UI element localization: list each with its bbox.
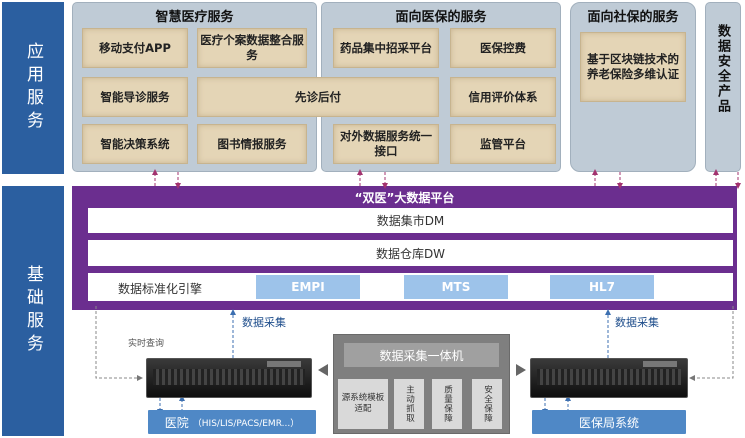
data-warehouse-layer[interactable]: 数据仓库DW bbox=[88, 240, 733, 266]
tile-smart-decision[interactable]: 智能决策系统 bbox=[82, 124, 188, 164]
standardization-row: 数据标准化引擎 EMPI MTS HL7 bbox=[88, 273, 733, 301]
tile-smart-guidance[interactable]: 智能导诊服务 bbox=[82, 77, 188, 117]
tile-cost-control[interactable]: 医保控费 bbox=[450, 28, 556, 68]
chip-empi[interactable]: EMPI bbox=[256, 275, 360, 299]
collector-title: 数据采集一体机 bbox=[344, 343, 499, 367]
chip-mts[interactable]: MTS bbox=[404, 275, 508, 299]
collector-active-capture[interactable]: 主动抓取 bbox=[394, 379, 424, 429]
tile-case-data-integration[interactable]: 医疗个案数据整合服务 bbox=[197, 28, 307, 68]
label-collect-right: 数据采集 bbox=[615, 316, 659, 329]
collector-template-adapt-label: 源系统模板适配 bbox=[341, 393, 385, 414]
tile-unified-interface[interactable]: 对外数据服务统一接口 bbox=[333, 124, 439, 164]
sidebar-app-services: 应用服务 bbox=[2, 2, 64, 174]
server-insurance-side bbox=[530, 358, 688, 398]
server-hospital-side bbox=[146, 358, 312, 398]
sidebar-base-services: 基础服务 bbox=[2, 186, 64, 436]
panel-medical-insurance-title: 面向医保的服务 bbox=[395, 10, 487, 25]
data-collector-appliance: 数据采集一体机 源系统模板适配 主动抓取 质量保障 安全保障 bbox=[333, 334, 510, 434]
collector-active-capture-label: 主动抓取 bbox=[404, 385, 415, 423]
label-realtime-query: 实时查询 bbox=[128, 339, 165, 349]
panel-smart-medical-title: 智慧医疗服务 bbox=[155, 10, 234, 25]
sidebar-app-services-label: 应用服务 bbox=[23, 42, 43, 134]
tile-supervision-platform[interactable]: 监管平台 bbox=[450, 124, 556, 164]
collector-template-adapt[interactable]: 源系统模板适配 bbox=[338, 379, 388, 429]
platform-title: “双医”大数据平台 bbox=[354, 191, 455, 205]
standardization-label: 数据标准化引擎 bbox=[118, 282, 203, 296]
collector-security-assurance[interactable]: 安全保障 bbox=[472, 379, 502, 429]
tile-library-info[interactable]: 图书情报服务 bbox=[197, 124, 307, 164]
sidebar-base-services-label: 基础服务 bbox=[23, 265, 43, 357]
label-collect-left: 数据采集 bbox=[242, 316, 286, 329]
tile-mobile-payment[interactable]: 移动支付APP bbox=[82, 28, 188, 68]
tile-credit-evaluation[interactable]: 信用评价体系 bbox=[450, 77, 556, 117]
collector-quality-assurance[interactable]: 质量保障 bbox=[432, 379, 462, 429]
collector-security-assurance-label: 安全保障 bbox=[482, 385, 493, 423]
panel-social-security-title: 面向社保的服务 bbox=[587, 10, 679, 25]
tile-drug-procurement[interactable]: 药品集中招采平台 bbox=[333, 28, 439, 68]
data-mart-layer[interactable]: 数据集市DM bbox=[88, 208, 733, 233]
data-security-title: 数据安全产品 bbox=[715, 24, 730, 114]
panel-data-security bbox=[705, 2, 741, 172]
tile-blockchain-pension[interactable]: 基于区块链技术的养老保险多维认证 bbox=[580, 32, 686, 102]
collector-quality-assurance-label: 质量保障 bbox=[442, 385, 453, 423]
system-insurance-bureau[interactable]: 医保局系统 bbox=[532, 410, 686, 434]
chip-hl7[interactable]: HL7 bbox=[550, 275, 654, 299]
system-hospital-label: 医院 bbox=[164, 415, 189, 430]
system-hospital-sublabel: （HIS/LIS/PACS/EMR...） bbox=[192, 418, 300, 429]
system-hospital[interactable]: 医院 （HIS/LIS/PACS/EMR...） bbox=[148, 410, 316, 434]
tile-treat-first-pay-later[interactable]: 先诊后付 bbox=[197, 77, 439, 117]
